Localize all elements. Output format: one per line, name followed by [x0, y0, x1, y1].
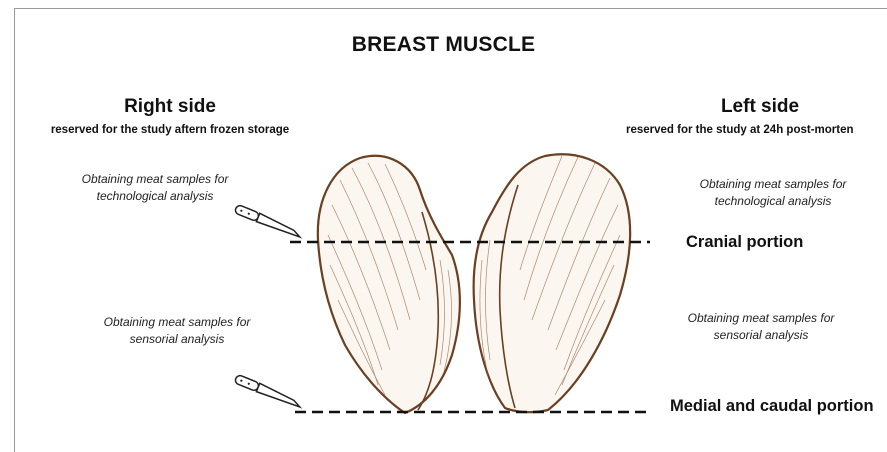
left-fillet-outline	[474, 154, 631, 412]
right-breast-fillet	[318, 156, 460, 413]
knife-icon	[234, 204, 302, 239]
left-breast-fillet	[474, 154, 631, 412]
knife-icon	[234, 374, 302, 409]
right-fillet-outline	[318, 156, 460, 413]
